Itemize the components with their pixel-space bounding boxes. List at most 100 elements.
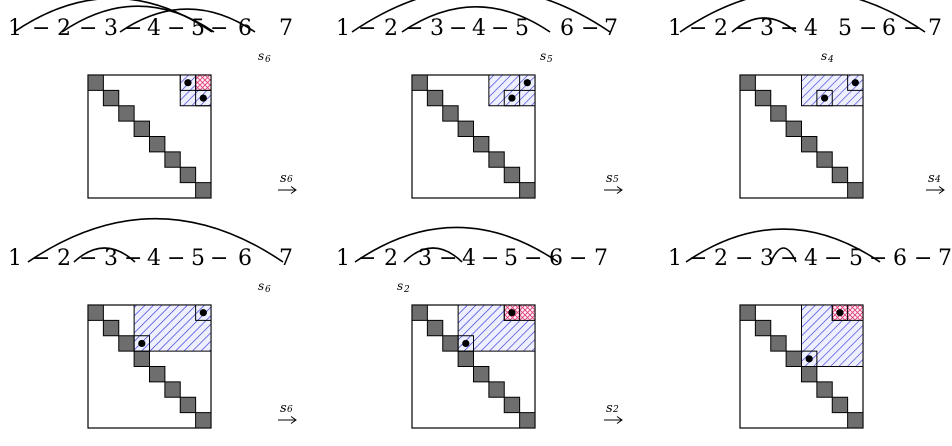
vertex-label: 2	[714, 246, 728, 271]
vertex-label: 4	[804, 16, 818, 41]
vertex-label: 2	[57, 246, 71, 271]
chain-arc	[354, 226, 559, 263]
chain-arc	[61, 5, 215, 33]
diagonal-cell	[816, 381, 833, 398]
diagonal-cell	[149, 366, 166, 383]
diagonal-cell	[164, 381, 181, 398]
diagonal-cell	[785, 350, 802, 367]
entry-dot	[836, 309, 844, 317]
vertex-label: 5	[191, 16, 205, 41]
chain-arc	[351, 0, 611, 33]
edge-dash: −	[569, 246, 588, 271]
subscript-index: 2	[404, 285, 410, 295]
diagonal-cell	[488, 381, 505, 398]
subscript-index: 6	[265, 55, 271, 65]
diagonal-cell	[801, 366, 818, 383]
subscript-base: s	[397, 279, 404, 293]
diagonal-cell	[739, 304, 756, 321]
arrow-label-base: s	[280, 171, 287, 186]
vertex-label: 1	[336, 246, 350, 271]
vertex-label: 5	[849, 246, 863, 271]
vertex-label: 4	[147, 246, 161, 271]
entry-dot	[508, 94, 516, 102]
vertex-label: 4	[472, 16, 486, 41]
dot-cell-outline	[816, 89, 833, 107]
dot-cell-outline	[133, 335, 150, 352]
vertex-label: 2	[714, 16, 728, 41]
vertex-label: 4	[462, 246, 476, 271]
arrow-label-index: 6	[287, 405, 293, 415]
vertex-label: 6	[549, 246, 563, 271]
arrow-label-base: s	[280, 401, 287, 416]
arrow-head-icon	[616, 416, 623, 424]
edge-dash: −	[449, 16, 468, 41]
vertex-label: 1	[668, 246, 682, 271]
panel-p4	[27, 217, 297, 429]
vertex-label: 1	[336, 16, 350, 41]
chain-arc	[119, 8, 256, 33]
vertex-label: 2	[384, 16, 398, 41]
diagonal-cell	[179, 396, 197, 414]
diagonal-cell	[847, 412, 864, 429]
edge-dash: −	[79, 246, 98, 271]
subscript-base: s	[258, 279, 265, 293]
diagonal-cell	[770, 335, 787, 352]
edge-dash: −	[405, 16, 424, 41]
vertex-label: 5	[191, 246, 205, 271]
arrow-head-icon	[290, 416, 297, 424]
edge-dash: −	[914, 246, 933, 271]
diagonal-cell	[102, 89, 120, 107]
diagonal-cell	[770, 105, 787, 122]
subscript-index: 6	[265, 285, 271, 295]
vertex-label: 3	[760, 16, 774, 41]
subscript-index: 4	[828, 55, 834, 65]
edge-dash: −	[167, 16, 186, 41]
diagonal-cell	[503, 166, 521, 184]
dot-cell-outline	[179, 74, 197, 91]
diagonal-cell	[102, 319, 120, 337]
diagonal-cell	[816, 151, 833, 168]
arrow-head-icon	[616, 186, 623, 194]
diagonal-cell	[754, 89, 772, 107]
edge-dash: −	[581, 16, 600, 41]
vertex-label: 3	[418, 246, 432, 271]
vertex-label: 7	[604, 16, 618, 41]
dot-cell-outline	[503, 304, 521, 321]
dot-cell-outline	[847, 74, 864, 91]
entry-dot	[851, 79, 859, 87]
arrow-label-index: 4	[935, 175, 941, 185]
edge-dash: −	[124, 16, 143, 41]
vertex-label: 3	[760, 246, 774, 271]
dot-cell-outline	[195, 304, 212, 321]
vertex-label: 6	[893, 246, 907, 271]
diagonal-cell	[519, 412, 536, 429]
vertex-label: 3	[104, 246, 118, 271]
entry-dot	[805, 355, 813, 363]
dot-cell-outline	[519, 74, 536, 91]
diagonal-cell	[411, 304, 428, 321]
vertex-label: 3	[104, 16, 118, 41]
diagonal-cell	[473, 136, 490, 153]
edge-dash: −	[735, 246, 754, 271]
vertex-label: 1	[8, 16, 22, 41]
diagonal-cell	[831, 166, 849, 184]
diagonal-cell	[847, 182, 864, 199]
entry-dot	[199, 309, 207, 317]
diagonal-cell	[133, 120, 150, 137]
diagonal-cell	[457, 120, 474, 137]
subscript-base: s	[258, 49, 265, 63]
vertex-label: 5	[515, 16, 529, 41]
chain-arc	[403, 247, 463, 263]
chain-arc	[685, 228, 881, 263]
diagonal-cell	[411, 74, 428, 91]
edge-dash: −	[869, 246, 888, 271]
edge-dash: −	[124, 246, 143, 271]
vertex-label: 1	[668, 16, 682, 41]
edge-dash: −	[167, 246, 186, 271]
edge-dash: −	[481, 246, 500, 271]
vertex-label: 7	[594, 246, 608, 271]
arrow-head-icon	[290, 186, 297, 194]
diagonal-cell	[87, 304, 104, 321]
diagonal-cell	[149, 136, 166, 153]
